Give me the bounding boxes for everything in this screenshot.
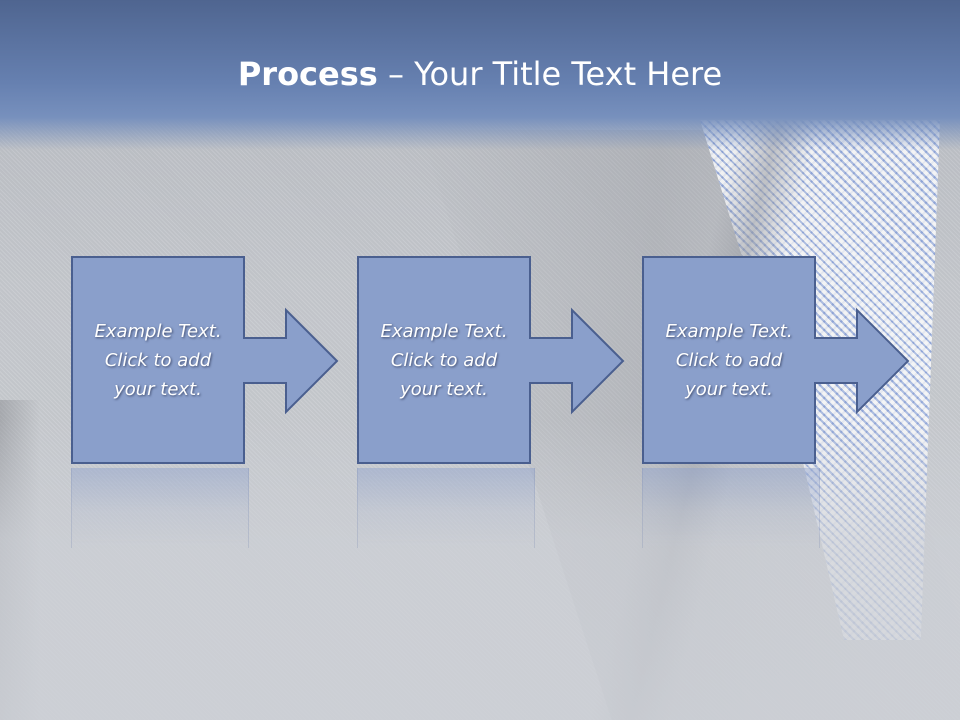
process-step-1[interactable]: Example Text. Click to add your text. [71, 255, 341, 470]
process-step-2[interactable]: Example Text. Click to add your text. [357, 255, 627, 470]
step-arrow-shape [71, 256, 339, 464]
step-arrow-shape [642, 256, 910, 464]
slide-title[interactable]: Process – Your Title Text Here [0, 50, 960, 98]
step-text-content: Example Text. Click to add your text. [94, 320, 222, 400]
step-reflection [357, 468, 535, 548]
title-bold-part: Process [237, 55, 378, 93]
step-arrow-shape [357, 256, 625, 464]
step-text-content: Example Text. Click to add your text. [665, 320, 793, 400]
step-text: Example Text. Click to add your text. [71, 255, 245, 465]
title-rest-part: – Your Title Text Here [377, 55, 723, 93]
background-bottom-fade [0, 420, 960, 720]
process-step-3[interactable]: Example Text. Click to add your text. [642, 255, 912, 470]
step-text: Example Text. Click to add your text. [357, 255, 531, 465]
step-text-content: Example Text. Click to add your text. [380, 320, 508, 400]
title-bar [0, 0, 960, 150]
step-reflection [642, 468, 820, 548]
step-reflection [71, 468, 249, 548]
step-text: Example Text. Click to add your text. [642, 255, 816, 465]
